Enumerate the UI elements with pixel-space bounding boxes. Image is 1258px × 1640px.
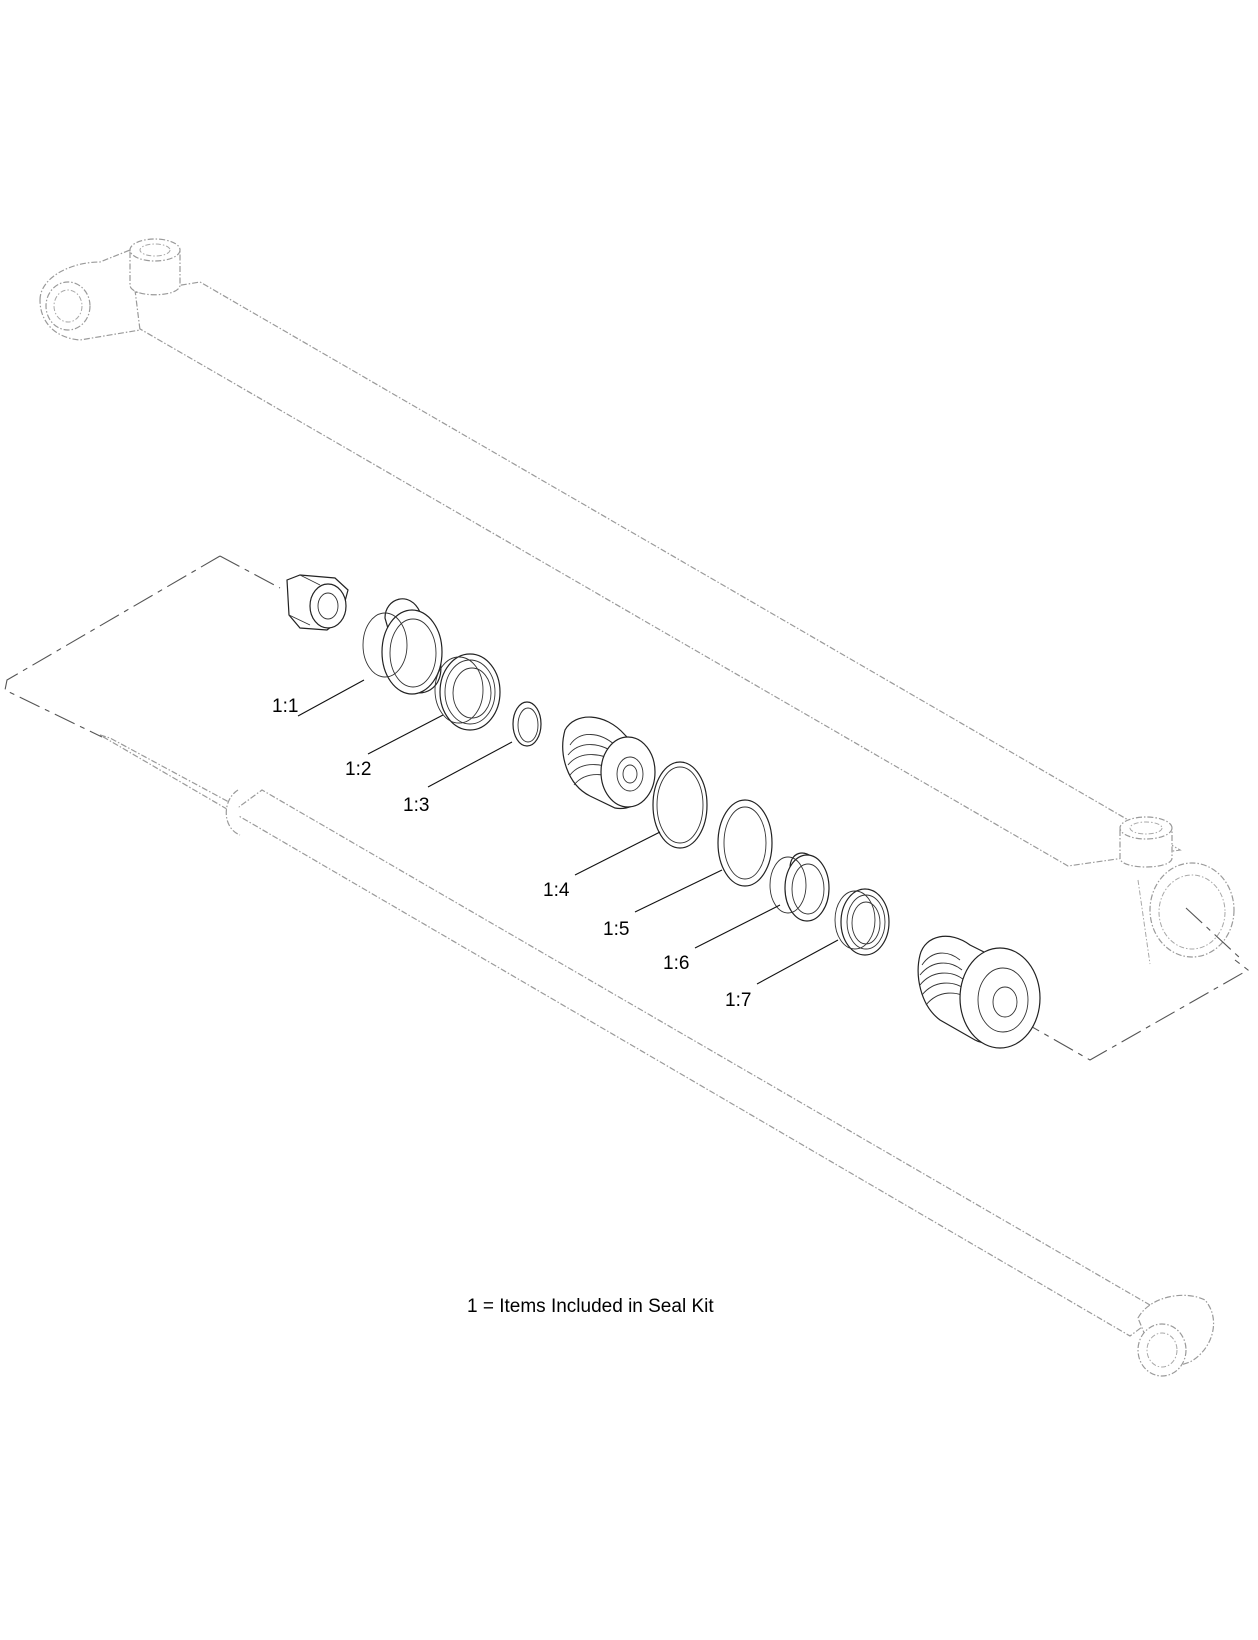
callout-1-6: 1:6 — [663, 953, 689, 974]
part-1-5-backup-ring — [717, 799, 773, 887]
part-1-2-piston-seal — [434, 653, 501, 731]
seal-kit-note: 1 = Items Included in Seal Kit — [467, 1296, 714, 1317]
callout-1-5: 1:5 — [603, 919, 629, 940]
callout-1-2: 1:2 — [345, 759, 371, 780]
piston-nut — [286, 574, 349, 631]
piston — [562, 716, 656, 810]
part-1-6-wiper — [769, 852, 830, 922]
cylinder-barrel — [39, 238, 1235, 965]
part-1-7-rod-seal — [834, 888, 890, 956]
callout-leaders — [297, 679, 839, 985]
callout-1-4: 1:4 — [543, 880, 570, 901]
cylinder-rod — [99, 734, 1215, 1377]
cylinder-gland — [917, 935, 1041, 1049]
callout-1-1: 1:1 — [272, 696, 298, 717]
callout-1-3: 1:3 — [403, 795, 429, 816]
callout-labels: 1:1 1:2 1:3 1:4 1:5 1:6 1:7 — [272, 696, 751, 1011]
part-1-1-wear-ring — [362, 598, 443, 695]
part-1-4-o-ring — [652, 761, 708, 849]
callout-1-7: 1:7 — [725, 990, 751, 1011]
assembly-centerlines — [4, 555, 1249, 1061]
part-1-3-o-ring — [512, 701, 542, 747]
